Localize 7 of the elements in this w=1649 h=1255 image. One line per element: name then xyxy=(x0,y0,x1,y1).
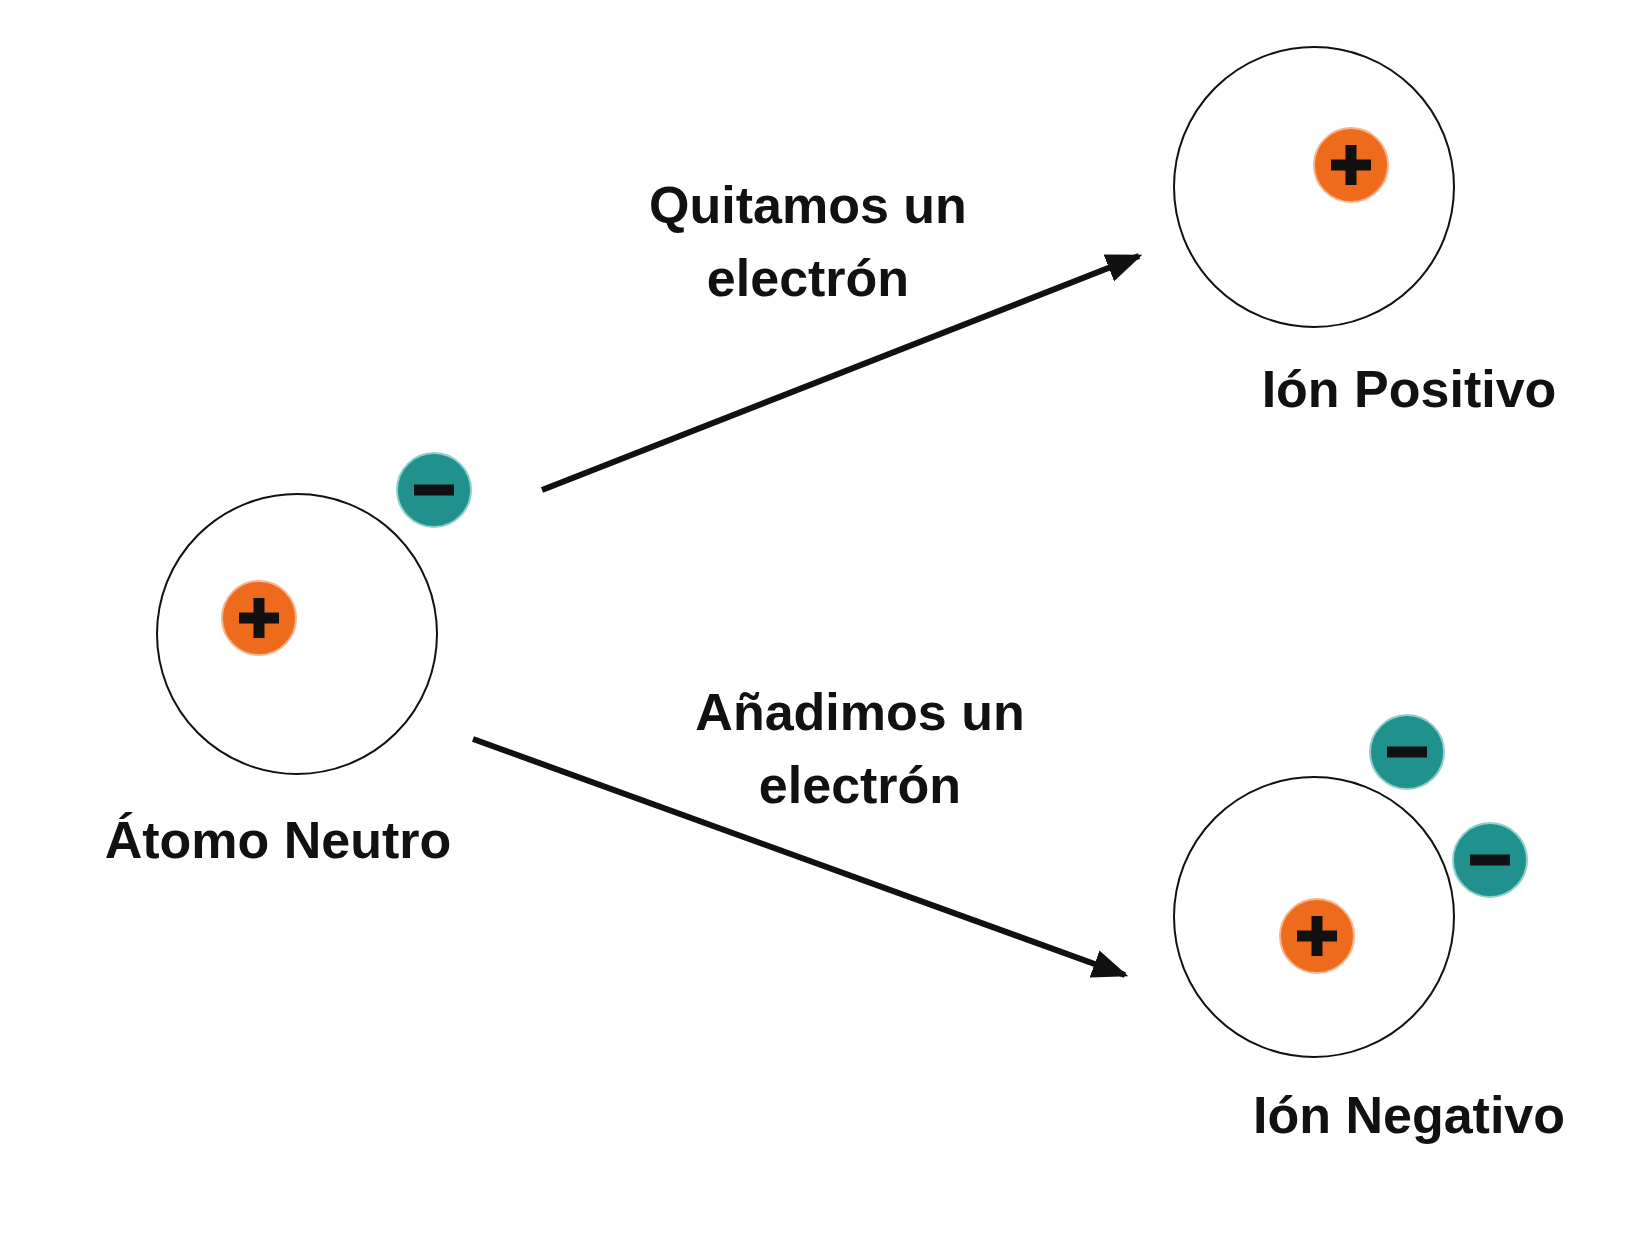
node-label: Ión Negativo xyxy=(1252,1087,1566,1145)
node-label: Ión Positivo xyxy=(1260,361,1558,419)
node-label: Átomo Neutro xyxy=(103,812,453,870)
arrow xyxy=(472,736,1129,978)
edge-label: Añadimos un electrón xyxy=(694,682,1026,816)
arrow xyxy=(540,253,1143,493)
edge-label: Quitamos un electrón xyxy=(648,175,968,309)
